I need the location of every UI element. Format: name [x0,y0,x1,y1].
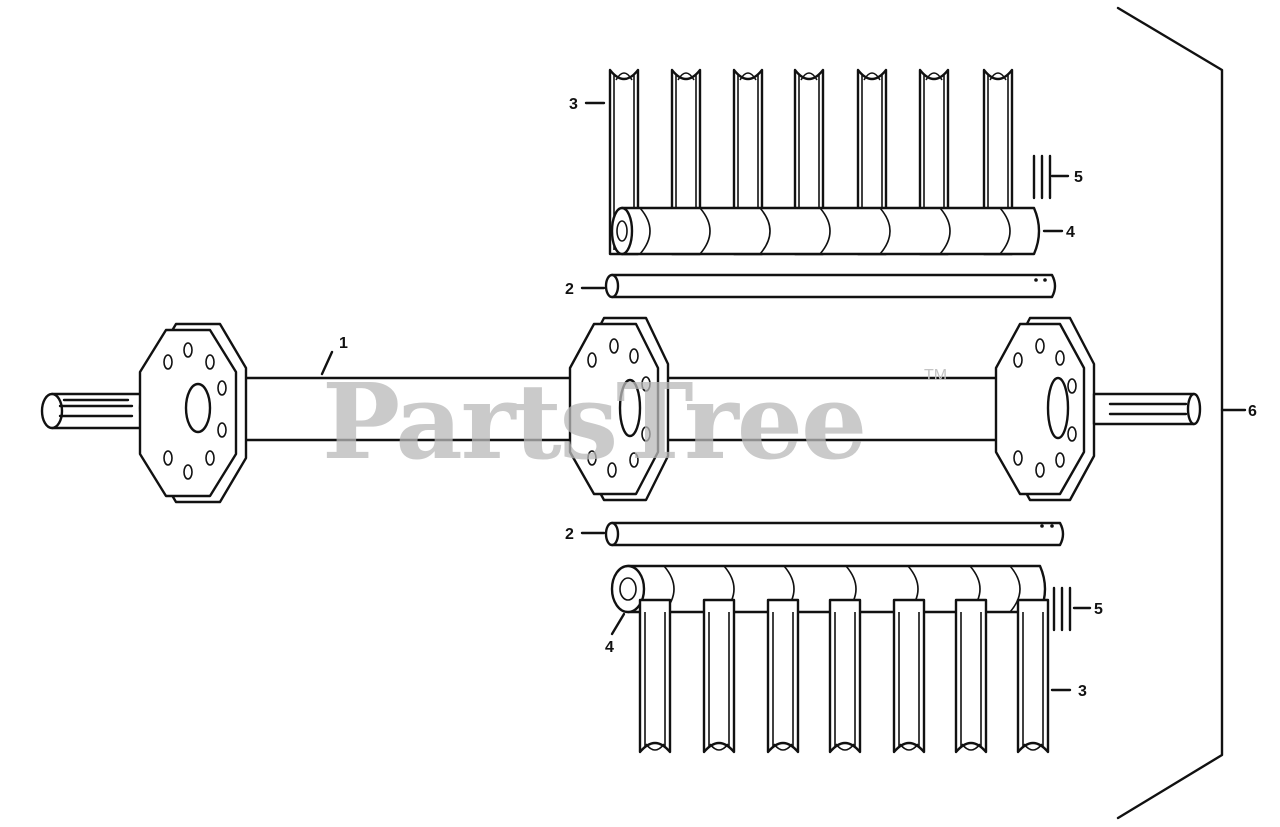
watermark-trademark: TM [924,367,947,384]
callout-tines-upper: 3 [569,96,578,113]
watermark-brand: PartsTree [322,360,865,483]
watermark: PartsTree TM [322,360,947,483]
tine-lower [638,598,672,754]
tine-lower [1016,598,1050,754]
middle-hub-holes [587,338,651,478]
callout-tines-lower: 3 [1078,683,1087,700]
tine-lower [766,598,800,754]
callout-clip-upper: 5 [1074,169,1083,186]
tines-lower [638,598,1050,754]
callouts: 3 5 4 2 1 6 2 5 4 3 [339,96,1257,700]
spacers-upper [610,206,1041,256]
shaft-assembly [40,316,1202,504]
rod-lower [604,521,1065,547]
leader-lines [320,101,1092,692]
callout-spacer-lower: 4 [605,639,614,656]
callout-shaft: 1 [339,335,348,352]
assembly-bracket [1116,6,1247,820]
callout-spacer-upper: 4 [1066,224,1075,241]
tine-lower [702,598,736,754]
callout-clip-lower: 5 [1094,601,1103,618]
callout-rod-lower: 2 [565,526,574,543]
callout-rod-upper: 2 [565,281,574,298]
tine-lower [892,598,926,754]
tine-lower [954,598,988,754]
clip-upper [1032,154,1052,200]
callout-assembly: 6 [1248,403,1257,420]
right-hub-holes [1013,338,1077,478]
clip-lower [1052,586,1072,632]
tine-lower [828,598,862,754]
rod-upper [604,273,1057,299]
left-hub-holes [163,342,227,480]
